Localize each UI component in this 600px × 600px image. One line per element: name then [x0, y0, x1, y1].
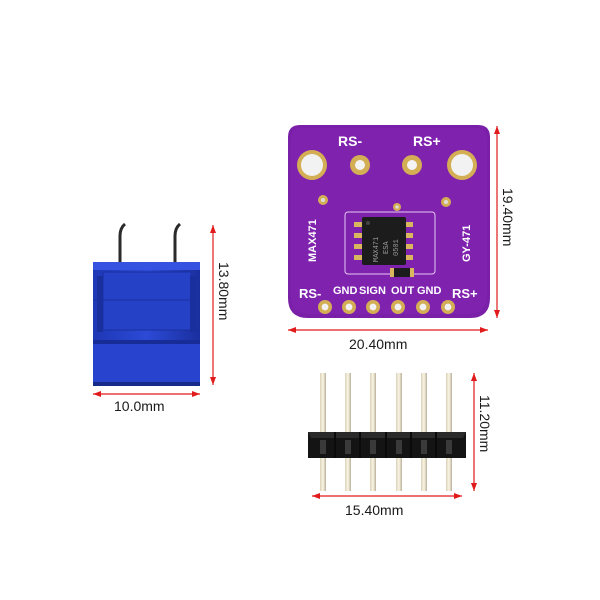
terminal-height-dimension: 13.80mm [210, 225, 232, 385]
pcb-board: RS- RS+ MAX471 GY-471 MAX471 ESA 0501 [288, 125, 490, 318]
max471-chip: MAX471 ESA 0501 [362, 217, 406, 265]
board-width-label: 20.40mm [349, 336, 407, 352]
mounting-hole-right [447, 150, 477, 180]
bottom-pin-pads [318, 300, 455, 314]
label-max471: MAX471 [307, 219, 319, 262]
header-height-label: 11.20mm [477, 395, 493, 452]
board-width-dimension: 20.40mm [288, 327, 488, 352]
label-rs-plus-top: RS+ [413, 133, 441, 149]
label-bottom-rs-plus: RS+ [452, 286, 478, 301]
board-height-label: 19.40mm [500, 188, 516, 246]
chip-marking-1: MAX471 [373, 237, 381, 262]
terminal-width-label: 10.0mm [114, 398, 165, 414]
pin-header [308, 373, 466, 491]
label-bottom-rs-minus: RS- [299, 286, 321, 301]
mounting-hole-left [297, 150, 327, 180]
label-rs-minus-top: RS- [338, 133, 362, 149]
chip-pads [354, 222, 413, 260]
board-height-dimension: 19.40mm [494, 126, 516, 318]
smd-resistor [394, 268, 410, 277]
terminal-height-label: 13.80mm [216, 262, 232, 320]
header-height-dimension: 11.20mm [471, 373, 493, 491]
header-width-label: 15.40mm [345, 502, 403, 518]
chip-marking-3: 0501 [393, 239, 401, 256]
label-bottom-sign: SIGN [359, 285, 386, 297]
screw-terminal [93, 222, 200, 386]
label-gy-471: GY-471 [461, 225, 473, 262]
chip-marking-2: ESA [383, 241, 391, 254]
terminal-width-dimension: 10.0mm [93, 391, 200, 414]
label-bottom-out: OUT [391, 285, 415, 297]
header-width-dimension: 15.40mm [312, 493, 462, 518]
label-bottom-gnd-1: GND [333, 285, 358, 297]
label-bottom-gnd-2: GND [417, 285, 442, 297]
